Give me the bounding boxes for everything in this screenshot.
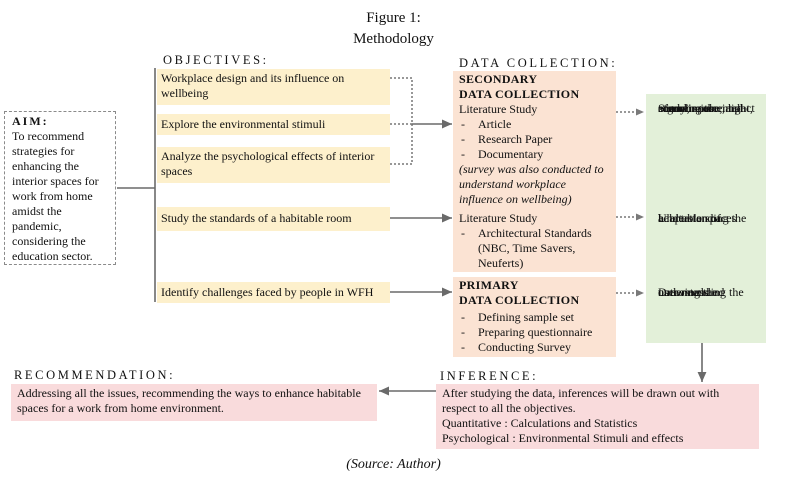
outcome-line: sound, space, and xyxy=(658,101,743,115)
list-item: Preparing questionnaire xyxy=(459,325,610,340)
aim-line: strategies for xyxy=(12,144,75,158)
list-item-line: Architectural Standards xyxy=(478,226,592,240)
aim-line: interior spaces for xyxy=(12,174,99,188)
objective-item: Study the standards of a habitable room xyxy=(157,207,390,231)
aim-text: To recommend strategies for enhancing th… xyxy=(12,129,115,264)
data-collection-heading: DATA COLLECTION: xyxy=(459,56,618,70)
outcomes-box: Studying the impact of environmental sti… xyxy=(646,94,766,343)
aim-line: work from home xyxy=(12,189,93,203)
recommendation-line: spaces for a work from home environment. xyxy=(17,401,224,415)
aim-line: enhancing the xyxy=(12,159,79,173)
objective-line: Study the standards of a habitable room xyxy=(161,211,352,225)
objective-item: Analyze the psychological effects of int… xyxy=(157,147,390,183)
secondary-study-list: Article Research Paper Documentary xyxy=(459,117,610,162)
list-item-line: (NBC, Time Savers, xyxy=(478,241,576,255)
outcome-line: adaptation of xyxy=(658,211,721,225)
list-item: Architectural Standards (NBC, Time Saver… xyxy=(459,226,610,271)
figure-title: Methodology xyxy=(353,31,434,47)
inference-box: After studying the data, inferences will… xyxy=(436,384,759,449)
objective-line: Workplace design and its influence on xyxy=(161,71,345,85)
aim-box: AIM: To recommend strategies for enhanci… xyxy=(4,111,116,265)
inference-line: After studying the data, inferences will… xyxy=(442,386,720,400)
outcome-line: understanding the xyxy=(658,285,744,299)
list-item: Conducting Survey xyxy=(459,340,610,355)
outcome-line: of environmental xyxy=(658,101,741,115)
outcome-line: Studying the impact xyxy=(658,101,755,115)
figure-number: Figure 1: xyxy=(366,10,421,26)
inference-heading: INFERENCE: xyxy=(440,369,539,383)
aim-line: education sector. xyxy=(12,249,93,263)
recommendation-heading: RECOMMENDATION: xyxy=(14,368,176,382)
outcome-line: habitable spaces xyxy=(658,211,737,225)
survey-note-line: (survey was also conducted to xyxy=(459,162,604,176)
objective-item: Workplace design and its influence on we… xyxy=(157,69,390,105)
aim-line: considering the xyxy=(12,234,86,248)
inference-line: respect to all the objectives. xyxy=(442,401,576,415)
primary-list: Defining sample set Preparing questionna… xyxy=(459,310,610,355)
recommendation-box: Addressing all the issues, recommending … xyxy=(11,384,377,421)
objectives-group-bracket xyxy=(390,77,413,165)
secondary-title: DATA COLLECTION xyxy=(459,87,580,101)
list-item: Defining sample set xyxy=(459,310,610,325)
primary-data-box: PRIMARY DATA COLLECTION Defining sample … xyxy=(453,277,616,357)
objective-line: spaces xyxy=(161,164,193,178)
objective-line: Explore the environmental stimuli xyxy=(161,117,326,131)
standards-study-label: Literature Study xyxy=(459,211,538,225)
aim-line: To recommend xyxy=(12,129,85,143)
outcome-line: stimuli: color, light, xyxy=(658,101,753,115)
list-item: Research Paper xyxy=(459,132,610,147)
outcome-line: ergonomics. xyxy=(658,101,717,115)
survey-note-line: understand workplace xyxy=(459,177,566,191)
aim-line: pandemic, xyxy=(12,219,62,233)
secondary-data-box: SECONDARY DATA COLLECTION Literature Stu… xyxy=(453,71,616,272)
recommendation-line: Addressing all the issues, recommending … xyxy=(17,386,361,400)
objective-item: Identify challenges faced by people in W… xyxy=(157,282,390,303)
objectives-heading: OBJECTIVES: xyxy=(163,53,269,67)
outcome-line: user needs xyxy=(658,285,709,299)
aim-line: amidst the xyxy=(12,204,62,218)
objective-line: Identify challenges faced by people in W… xyxy=(161,285,374,299)
list-item-line: Neuferts) xyxy=(478,256,524,270)
objective-line: Analyze the psychological effects of int… xyxy=(161,149,375,163)
secondary-study-label: Literature Study xyxy=(459,102,538,116)
aim-label: AIM: xyxy=(12,114,49,128)
list-item: Article xyxy=(459,117,610,132)
inference-line: Quantitative : Calculations and Statisti… xyxy=(442,416,638,430)
figure-source: (Source: Author) xyxy=(346,457,441,472)
survey-note-line: influence on wellbeing) xyxy=(459,192,572,206)
secondary-title: SECONDARY xyxy=(459,72,538,86)
objective-line: wellbeing xyxy=(161,86,209,100)
outcome-line: outcomes and xyxy=(658,285,725,299)
outcome-line: Drawing the xyxy=(658,285,718,299)
objective-item: Explore the environmental stimuli xyxy=(157,114,390,135)
primary-title: DATA COLLECTION xyxy=(459,293,580,307)
inference-line: Psychological : Environmental Stimuli an… xyxy=(442,431,684,445)
primary-title: PRIMARY xyxy=(459,278,519,292)
standards-study-list: Architectural Standards (NBC, Time Saver… xyxy=(459,226,610,271)
list-item: Documentary xyxy=(459,147,610,162)
outcome-line: Understanding the xyxy=(658,211,747,225)
